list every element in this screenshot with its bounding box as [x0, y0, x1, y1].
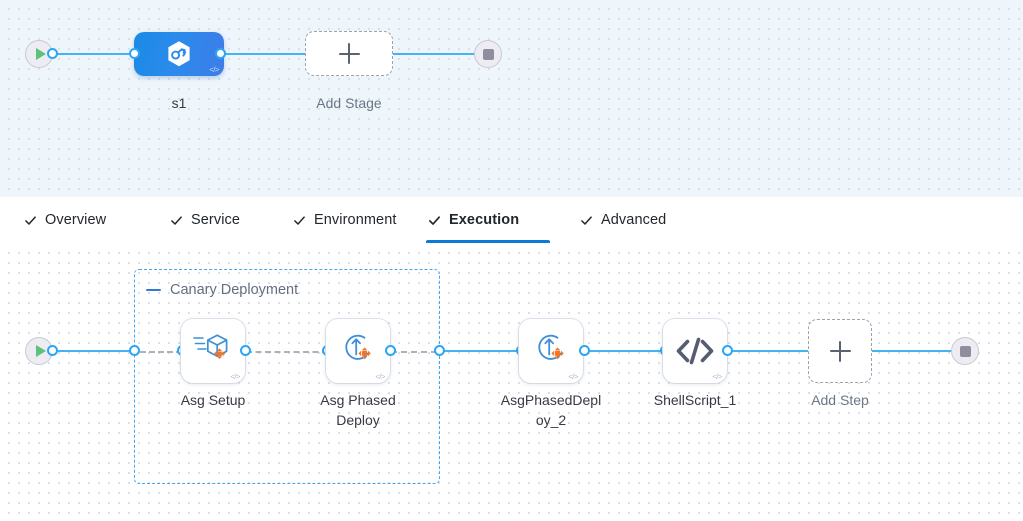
tab-advanced[interactable]: Advanced — [578, 197, 668, 243]
tab-service[interactable]: Service — [168, 197, 242, 243]
step-group-title: Canary Deployment — [170, 282, 299, 298]
check-icon — [294, 215, 305, 225]
connector-dot-group-out[interactable] — [434, 345, 445, 356]
asg-setup-icon — [193, 334, 228, 359]
connector-asg-setup-to-phased-deploy — [246, 351, 328, 353]
connector-dot-group-in[interactable] — [129, 345, 140, 356]
connector-dot-asg-setup-out[interactable] — [240, 345, 251, 356]
step-label-asg-phased-deploy-line2: Deploy — [336, 412, 380, 428]
tab-label: Advanced — [601, 212, 667, 228]
stage-node-label: s1 — [171, 95, 187, 111]
four-way-arrow-badge — [551, 347, 564, 360]
code-marker: </> — [375, 371, 385, 381]
tab-environment[interactable]: Environment — [291, 197, 399, 243]
step-node-asg-phased-deploy[interactable]: </> — [326, 319, 390, 383]
connector-asgphaseddeploy2-to-shellscript — [585, 350, 667, 352]
code-marker: </> — [568, 371, 578, 381]
check-icon — [171, 215, 182, 225]
stop-icon — [482, 48, 494, 60]
four-way-arrow-badge — [358, 347, 371, 360]
tab-underline — [426, 240, 550, 243]
check-icon — [581, 215, 592, 225]
connector-group-exit-dashed — [391, 351, 437, 353]
step-label-asg-phased-deploy-line1: Asg Phased — [320, 392, 396, 408]
step-label-asgphaseddeploy-2-line2: oy_2 — [535, 412, 567, 428]
code-marker: </> — [209, 64, 219, 74]
add-stage-button[interactable] — [305, 31, 393, 76]
execution-steps-canvas[interactable]: Canary Deployment — [0, 244, 1023, 521]
step-node-asgphaseddeploy-2[interactable]: </> — [519, 319, 583, 383]
step-label-shellscript-1: ShellScript_1 — [653, 392, 737, 408]
connector-add-stage-to-end — [392, 53, 480, 55]
plus-icon — [829, 340, 851, 362]
connector-dot-exec-start-out[interactable] — [47, 345, 58, 356]
asg-phased-deploy-icon — [345, 334, 371, 360]
pipeline-end-node[interactable] — [474, 40, 502, 68]
tab-label: Service — [191, 212, 241, 228]
step-label-asgphaseddeploy-2-line1: AsgPhasedDepl — [500, 392, 602, 408]
connector-dot-asg-phased-deploy-out[interactable] — [385, 345, 396, 356]
execution-end-node[interactable] — [951, 337, 979, 365]
code-marker: </> — [712, 371, 722, 381]
connector-add-step-to-end — [872, 350, 958, 352]
connector-group-entry-dashed — [140, 351, 182, 353]
add-step-button[interactable] — [808, 319, 872, 383]
step-label-asg-setup: Asg Setup — [180, 392, 246, 408]
check-icon — [429, 215, 440, 225]
step-node-asg-setup[interactable]: </> — [181, 319, 245, 383]
step-group-canary-deployment[interactable] — [134, 269, 440, 484]
connector-dot-shellscript-out[interactable] — [722, 345, 733, 356]
play-icon — [35, 48, 46, 60]
deployment-hexagon-icon — [168, 41, 190, 67]
connector-stage-to-add-stage — [220, 53, 310, 55]
stop-icon — [959, 345, 971, 357]
code-marker: </> — [230, 371, 240, 381]
four-way-arrow-badge — [213, 348, 226, 359]
add-step-label: Add Step — [811, 392, 869, 408]
shell-script-icon — [676, 337, 714, 365]
stage-config-tabs: Overview Service Environment Execution — [0, 197, 1023, 245]
tab-execution[interactable]: Execution — [426, 197, 550, 243]
check-icon — [25, 215, 36, 225]
connector-dot-start-out[interactable] — [47, 48, 58, 59]
stage-node-s1[interactable]: </> — [134, 32, 224, 76]
add-stage-label: Add Stage — [316, 95, 382, 111]
connector-start-to-group — [52, 350, 138, 352]
connector-dot-stage-in[interactable] — [129, 48, 140, 59]
step-group-header[interactable]: Canary Deployment — [146, 282, 298, 298]
connector-start-to-stage — [52, 53, 138, 55]
tab-label: Execution — [449, 212, 520, 228]
minus-icon[interactable] — [146, 288, 161, 292]
plus-icon — [338, 43, 360, 64]
play-icon — [35, 345, 46, 357]
tab-label: Overview — [45, 212, 107, 228]
asg-phased-deploy-icon — [538, 334, 564, 360]
connector-dot-stage-out[interactable] — [215, 48, 226, 59]
step-node-shellscript-1[interactable]: </> — [663, 319, 727, 383]
tab-overview[interactable]: Overview — [22, 197, 108, 243]
connector-group-to-asgphaseddeploy2 — [440, 350, 522, 352]
tab-label: Environment — [314, 212, 397, 228]
connector-dot-asgphaseddeploy2-out[interactable] — [579, 345, 590, 356]
connector-shellscript-to-add-step — [728, 350, 808, 352]
pipeline-stages-canvas[interactable]: </> s1 Add Stage — [0, 0, 1023, 197]
